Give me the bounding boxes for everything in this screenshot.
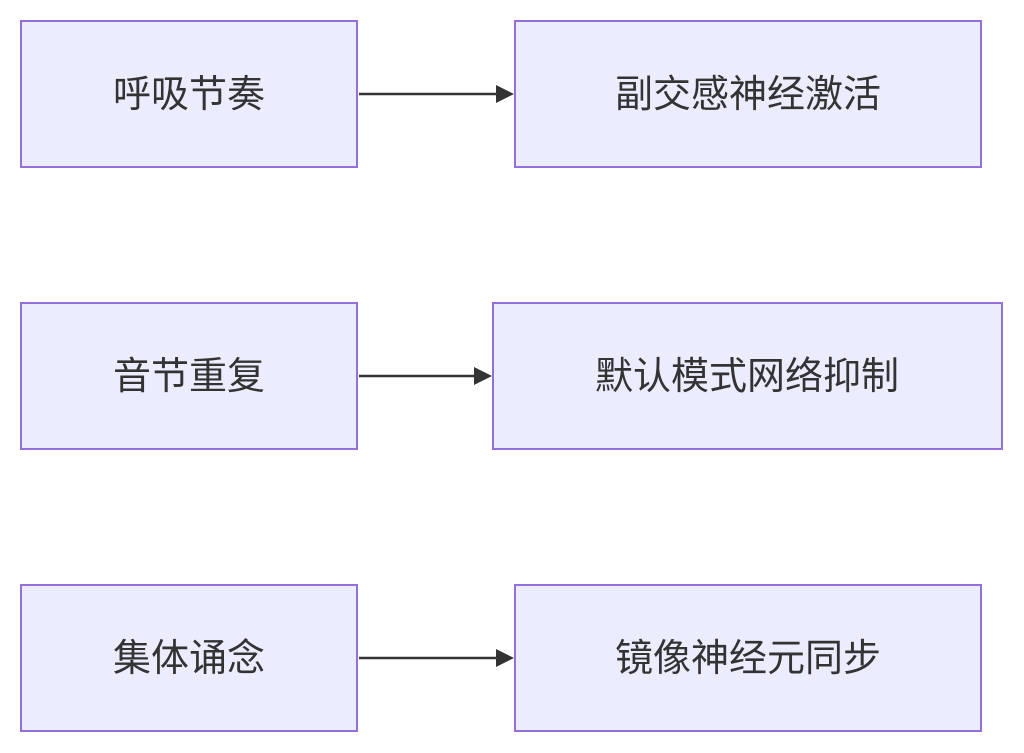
arrow-edge: [359, 649, 514, 667]
flow-row-2: 音节重复 默认模式网络抑制: [20, 302, 1003, 450]
source-node-label: 呼吸节奏: [113, 72, 265, 116]
source-node-label: 集体诵念: [113, 636, 265, 680]
target-node-default-mode-network-suppression: 默认模式网络抑制: [492, 302, 1003, 450]
flow-row-1: 呼吸节奏 副交感神经激活: [20, 20, 982, 168]
target-node-mirror-neuron-synchronization: 镜像神经元同步: [514, 584, 982, 732]
target-node-label: 副交感神经激活: [615, 72, 881, 116]
arrow-edge: [359, 85, 514, 103]
source-node-syllable-repetition: 音节重复: [20, 302, 358, 450]
target-node-label: 默认模式网络抑制: [595, 354, 899, 398]
target-node-label: 镜像神经元同步: [615, 636, 881, 680]
flow-row-3: 集体诵念 镜像神经元同步: [20, 584, 982, 732]
target-node-parasympathetic-activation: 副交感神经激活: [514, 20, 982, 168]
source-node-label: 音节重复: [113, 354, 265, 398]
source-node-breathing-rhythm: 呼吸节奏: [20, 20, 358, 168]
arrow-edge: [359, 367, 492, 385]
source-node-collective-chanting: 集体诵念: [20, 584, 358, 732]
